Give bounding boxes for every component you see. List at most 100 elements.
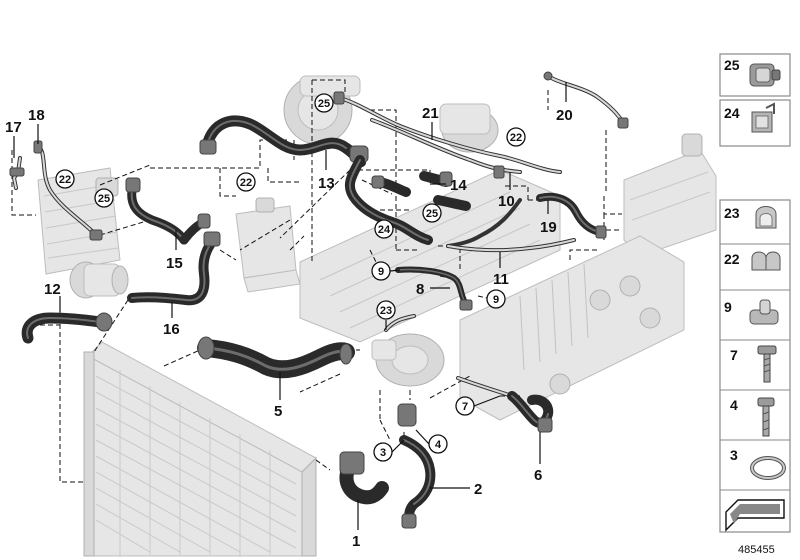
hose-23 [384,314,416,332]
circled-callout-9-left: 9 [371,261,401,281]
hose-clamp-3-icon [750,456,786,480]
circled-callout-24: 24 [374,219,394,239]
callout-16: 16 [163,302,180,338]
svg-text:7: 7 [730,347,738,363]
callout-17: 17 [5,119,22,158]
hose-16 [127,231,221,306]
callout-1: 1 [352,500,360,550]
hose-19 [446,192,607,248]
pipe-21 [333,91,562,179]
callout-13: 13 [318,150,335,192]
svg-text:14: 14 [450,177,467,194]
side-panel-upper: 25 24 [719,53,791,147]
callout-11: 11 [493,252,509,288]
svg-text:24: 24 [378,224,391,236]
svg-text:23: 23 [724,205,740,221]
clip-22-icon [751,251,781,271]
clip-24-icon [751,102,775,133]
svg-text:25: 25 [318,98,330,110]
svg-text:22: 22 [240,177,252,189]
svg-text:2: 2 [474,481,482,498]
connector-9-icon [749,299,779,325]
svg-text:8: 8 [416,281,424,298]
callout-14: 14 [430,177,467,194]
svg-text:9: 9 [493,294,499,306]
svg-text:6: 6 [534,467,542,484]
callout-8: 8 [416,281,450,298]
svg-text:25: 25 [98,193,110,205]
callout-10: 10 [498,172,515,210]
svg-text:25: 25 [426,208,438,220]
svg-text:12: 12 [44,281,61,298]
svg-text:22: 22 [59,174,71,186]
svg-text:10: 10 [498,193,515,210]
svg-text:9: 9 [724,299,732,315]
circled-callout-3: 3 [373,439,405,462]
callout-15: 15 [166,230,183,272]
callout-12: 12 [44,281,61,312]
svg-text:3: 3 [730,447,738,463]
callout-18: 18 [28,107,45,144]
svg-text:4: 4 [435,439,442,451]
arrow-icon [725,499,785,532]
circled-callout-25-center: 25 [422,203,442,223]
bolt-7-icon [757,345,777,383]
callout-21: 21 [422,105,439,140]
svg-text:11: 11 [493,271,509,288]
hose-17-18-pipes [9,140,103,241]
hose-15 [125,177,211,245]
electric-coolant-pump [69,261,129,299]
clip-23-icon [755,206,777,229]
callout-20: 20 [556,82,573,124]
pipe-20 [543,71,629,129]
svg-text:23: 23 [380,305,392,317]
svg-text:19: 19 [540,219,557,236]
cylinder-head [459,235,685,421]
coolant-reservoir [623,133,717,257]
callout-19: 19 [540,200,557,236]
circled-callout-22-side: 22 [236,172,256,192]
svg-text:15: 15 [166,255,183,272]
circled-callout-23: 23 [376,300,396,330]
hose-clamp-25-icon [749,63,781,87]
bolt-4-icon [757,397,775,437]
svg-text:17: 17 [5,119,22,136]
svg-text:18: 18 [28,107,45,124]
hose-12 [21,312,113,344]
svg-text:4: 4 [730,397,738,413]
svg-text:13: 13 [318,175,335,192]
svg-text:1: 1 [352,533,360,550]
radiator [83,341,317,557]
svg-text:16: 16 [163,321,180,338]
hose-8 [395,266,473,311]
circled-callout-4: 4 [415,429,448,454]
circled-callout-22-center: 22 [506,127,526,147]
circled-callout-22-left: 22 [55,169,75,189]
circled-callout-7: 7 [455,395,501,416]
svg-text:9: 9 [378,266,384,278]
hose-14 [371,171,471,211]
coolant-pump-housing [371,333,445,387]
hose-24 [344,155,433,245]
svg-text:24: 24 [724,105,740,121]
hose-2 [397,403,436,529]
svg-text:20: 20 [556,107,573,124]
callout-6: 6 [534,432,542,484]
document-number: 485455 [738,544,775,556]
circled-callout-25-left: 25 [94,188,114,208]
svg-text:3: 3 [380,447,386,459]
svg-text:25: 25 [724,57,740,73]
part-1 [339,451,389,505]
side-panel-lower: 23 22 9 7 4 3 [719,199,791,533]
hose-5 [197,336,355,379]
circled-callout-25-top: 25 [314,93,334,113]
svg-text:22: 22 [724,251,740,267]
svg-text:21: 21 [422,105,439,122]
hose-6 [456,376,554,433]
expansion-tank [235,197,301,293]
callout-5: 5 [274,372,282,420]
pipe-11 [446,238,576,253]
svg-text:22: 22 [510,132,522,144]
svg-text:5: 5 [274,403,282,420]
